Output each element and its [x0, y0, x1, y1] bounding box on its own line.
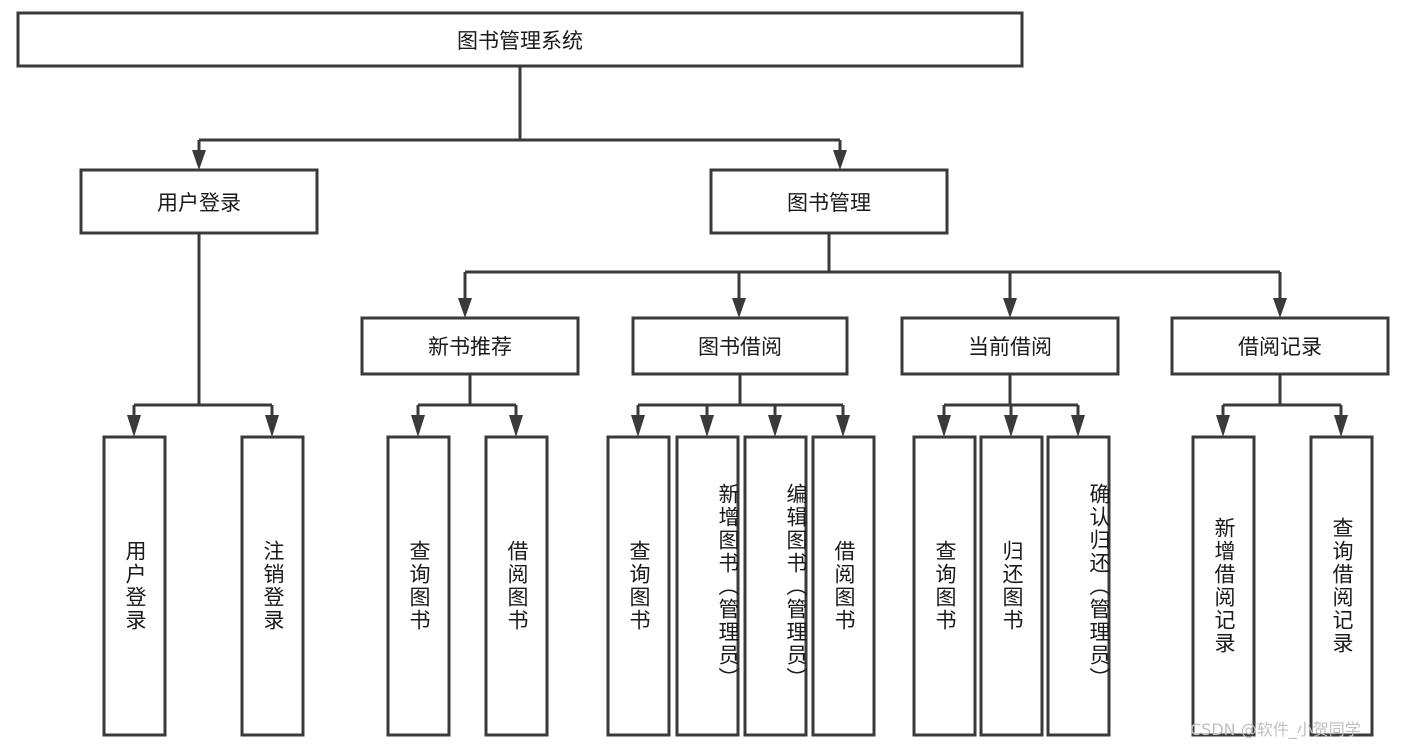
- node-box-book-management[interactable]: [709, 168, 949, 235]
- node-box-leaf-query-book-b[interactable]: [606, 435, 671, 737]
- connector-root-to-level2: [192, 66, 847, 170]
- node-box-leaf-add-record[interactable]: [1191, 435, 1256, 737]
- node-box-leaf-edit-book[interactable]: [743, 435, 808, 737]
- node-box-root[interactable]: [16, 11, 1024, 68]
- node-box-leaf-borrow-book-b[interactable]: [811, 435, 876, 737]
- node-box-leaf-user-login[interactable]: [102, 435, 167, 737]
- connector-records-to-leaves: [1216, 374, 1348, 437]
- connector-userlogin-to-leaves: [127, 233, 279, 437]
- connector-current-to-leaves: [937, 374, 1085, 437]
- node-box-leaf-return-book[interactable]: [979, 435, 1044, 737]
- node-box-new-book-recommend[interactable]: [360, 316, 580, 376]
- watermark-text: CSDN @软件_小贺同学: [1190, 720, 1361, 739]
- node-box-leaf-add-book[interactable]: [675, 435, 740, 737]
- node-box-book-borrow[interactable]: [631, 316, 849, 376]
- node-box-current-borrow[interactable]: [900, 316, 1120, 376]
- connector-bookmgmt-to-level3: [458, 233, 1287, 318]
- node-box-leaf-query-book-a[interactable]: [386, 435, 451, 737]
- connector-newbook-to-leaves: [411, 374, 523, 437]
- node-box-leaf-confirm-return[interactable]: [1046, 435, 1111, 737]
- node-box-borrow-records[interactable]: [1170, 316, 1390, 376]
- node-box-user-login[interactable]: [79, 168, 319, 235]
- node-box-leaf-query-record[interactable]: [1309, 435, 1374, 737]
- node-box-leaf-query-book-c[interactable]: [912, 435, 977, 737]
- node-box-leaf-logout[interactable]: [240, 435, 305, 737]
- node-box-leaf-borrow-book-a[interactable]: [484, 435, 549, 737]
- connector-borrow-to-leaves: [631, 374, 850, 437]
